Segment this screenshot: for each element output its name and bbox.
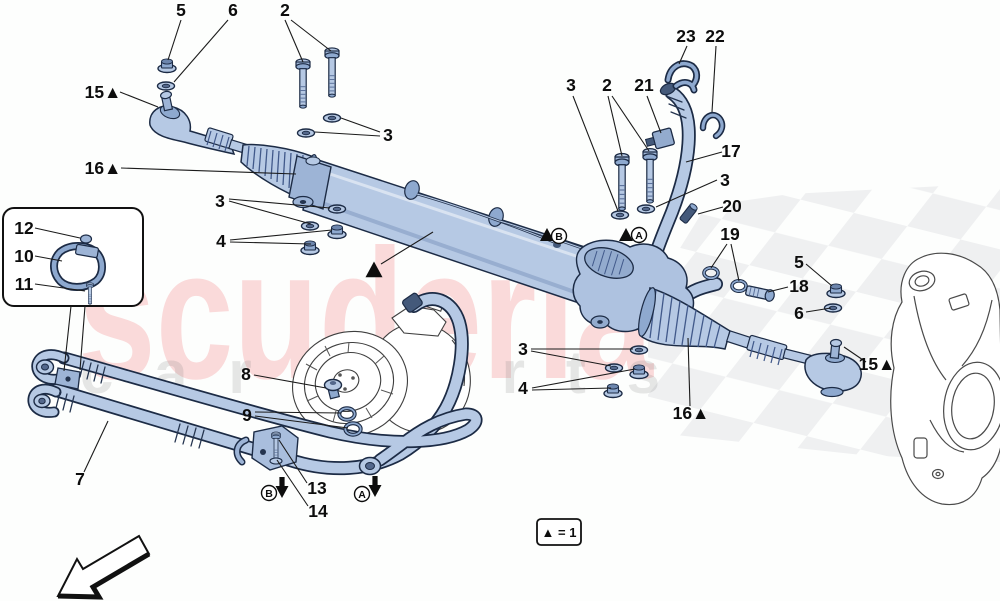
power-steering-pump-drawing	[291, 295, 471, 438]
leader-line	[697, 206, 724, 215]
steering-rack-drawing	[149, 90, 862, 398]
leader-line	[531, 368, 636, 389]
leader-line	[228, 198, 331, 209]
leader-line	[655, 179, 718, 208]
leader-line	[340, 117, 381, 133]
leader-line	[767, 286, 789, 293]
callout-20: 20	[722, 196, 742, 216]
port-arrow-up	[540, 228, 554, 241]
reference-markers: B A B A	[260, 226, 648, 503]
hose-A-circle	[353, 485, 371, 503]
callout-2: 2	[280, 0, 290, 20]
leader-line	[167, 19, 182, 61]
callout-10: 10	[14, 246, 34, 266]
leader-line	[530, 350, 612, 367]
leader-line	[843, 346, 867, 363]
callout-16-assembled: 16▲	[673, 403, 710, 423]
callout-21: 21	[634, 75, 654, 95]
callout-16-assembled: 16▲	[85, 158, 122, 178]
leader-line	[229, 241, 312, 245]
leader-line	[120, 167, 297, 175]
callout-13: 13	[307, 478, 327, 498]
leader-line	[710, 243, 728, 269]
callout-17: 17	[721, 141, 740, 161]
leader-line	[531, 387, 612, 391]
leader-line	[254, 411, 342, 414]
assembly-triangle-marker	[365, 261, 383, 278]
callout-14: 14	[308, 501, 328, 521]
callout-19: 19	[720, 224, 740, 244]
leader-line	[380, 231, 434, 265]
leader-line	[685, 151, 723, 163]
callout-8: 8	[241, 364, 251, 384]
callout-18: 18	[789, 276, 809, 296]
callout-2: 2	[602, 75, 612, 95]
leader-line	[119, 91, 159, 108]
clamp-inset-box	[2, 207, 144, 307]
leader-line	[687, 337, 691, 407]
leader-line	[253, 374, 327, 389]
callout-4: 4	[518, 378, 528, 398]
direction-arrow	[56, 534, 151, 600]
callout-3: 3	[720, 170, 730, 190]
callout-3: 3	[215, 191, 225, 211]
callout-7: 7	[75, 469, 85, 489]
port-arrow-up	[619, 228, 633, 241]
callout-labels: 5 6 2 15▲ 3 16▲ 3 4 12 10 11 7 8 9 13 14 23 22 3 2 21 17 3 20 19…	[14, 0, 895, 521]
leader-line	[805, 263, 833, 287]
leader-line	[572, 95, 619, 212]
callout-4: 4	[216, 231, 226, 251]
leader-line	[611, 95, 650, 152]
leader-line	[290, 19, 332, 52]
leader-line	[314, 131, 381, 137]
leader-line	[730, 243, 740, 282]
hose-arrow-down	[275, 477, 289, 498]
leader-line	[34, 283, 86, 292]
port-B-circle	[550, 227, 568, 245]
callout-15-assembled: 15▲	[85, 82, 122, 102]
leader-line	[711, 45, 717, 113]
leader-line	[678, 45, 688, 65]
hose-B-circle	[260, 484, 278, 502]
callout-15-assembled: 15▲	[859, 354, 896, 374]
callout-22: 22	[705, 26, 725, 46]
port-A-letter: A	[635, 230, 643, 242]
leader-line	[34, 227, 81, 239]
leader-line	[276, 459, 309, 507]
callout-6: 6	[794, 303, 804, 323]
leader-line	[607, 95, 623, 157]
leader-line	[646, 95, 662, 134]
leader-line	[63, 305, 72, 372]
callout-11: 11	[15, 274, 34, 294]
wheel-knuckle-drawing	[890, 252, 1000, 506]
leader-line	[805, 307, 832, 313]
callout-5: 5	[794, 252, 804, 272]
legend-text: ▲ = 1	[542, 525, 577, 540]
hose-B-letter: B	[265, 488, 273, 500]
callout-3: 3	[566, 75, 576, 95]
leader-line	[254, 415, 349, 429]
callout-3: 3	[383, 125, 393, 145]
leader-line	[83, 420, 109, 473]
callout-12: 12	[14, 218, 34, 238]
port-B-letter: B	[555, 231, 563, 243]
callout-23: 23	[676, 26, 696, 46]
legend-box: ▲ = 1	[536, 518, 582, 546]
callout-9: 9	[242, 405, 252, 425]
leader-line	[229, 229, 333, 241]
leader-line	[278, 439, 308, 484]
hydraulic-hoses-drawing	[27, 292, 483, 476]
leader-line	[173, 19, 229, 83]
leader-line	[79, 305, 86, 371]
hose-arrow-down	[368, 476, 382, 497]
hose-A-letter: A	[358, 489, 366, 501]
leader-line	[284, 19, 304, 63]
callout-3: 3	[518, 339, 528, 359]
leader-lines	[34, 19, 867, 507]
callout-5: 5	[176, 0, 186, 20]
leader-line	[34, 255, 63, 262]
callout-6: 6	[228, 0, 238, 20]
leader-line	[228, 200, 312, 225]
port-A-circle	[630, 226, 648, 244]
